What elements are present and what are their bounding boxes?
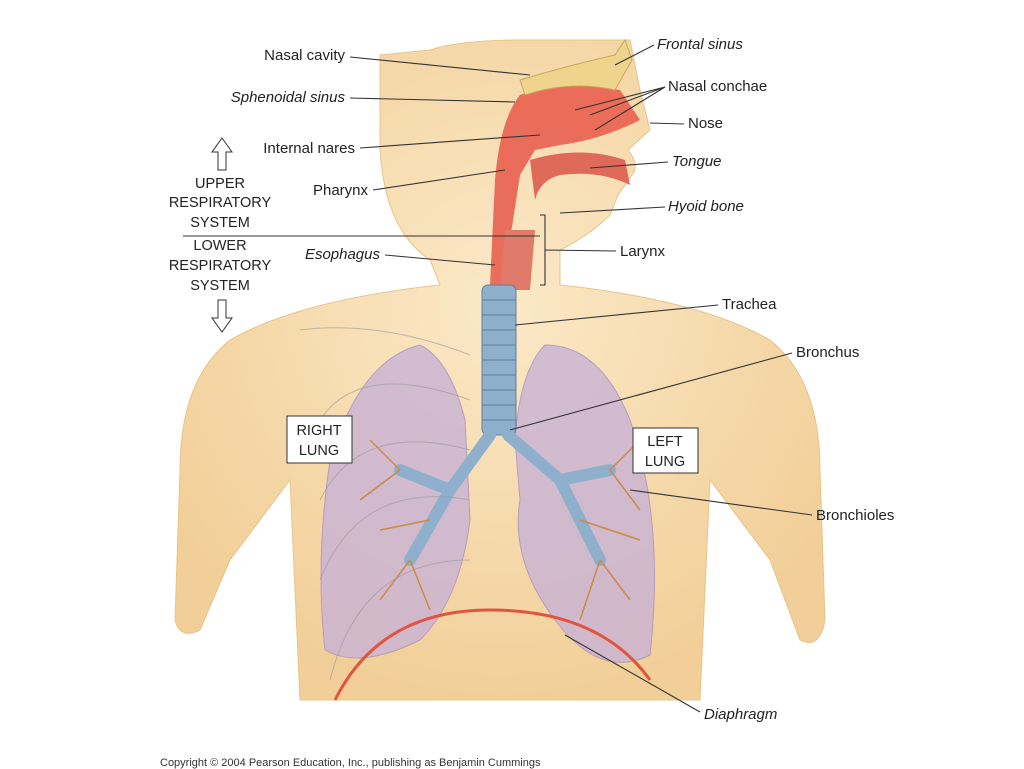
bronchioles-shape <box>359 439 641 621</box>
ribs <box>299 327 471 681</box>
label-nasal-cavity: Nasal cavity <box>264 47 345 64</box>
left-lung-line1: LEFT <box>647 434 683 450</box>
trachea-rings <box>482 299 516 421</box>
label-nasal-conchae: Nasal conchae <box>668 78 767 95</box>
label-larynx: Larynx <box>620 243 666 260</box>
leader-lines <box>183 44 813 713</box>
label-diaphragm: Diaphragm <box>704 706 777 723</box>
nasal-cavity-shape <box>490 86 640 290</box>
upper-system-line1: UPPER <box>195 176 245 192</box>
label-bronchus: Bronchus <box>796 344 859 361</box>
label-trachea: Trachea <box>722 296 777 313</box>
lower-system-line2: RESPIRATORY <box>169 258 272 274</box>
right-lung-line1: RIGHT <box>296 423 341 439</box>
label-internal-nares: Internal nares <box>263 140 355 157</box>
label-pharynx: Pharynx <box>313 182 369 199</box>
lower-system-line3: SYSTEM <box>190 278 250 294</box>
label-esophagus: Esophagus <box>305 246 381 263</box>
label-tongue: Tongue <box>672 153 722 170</box>
diaphragm-shape <box>333 608 652 701</box>
lower-system-line1: LOWER <box>193 238 246 254</box>
arrow-up-icon <box>211 137 233 171</box>
label-sphenoidal-sinus: Sphenoidal sinus <box>231 89 346 106</box>
label-bronchioles: Bronchioles <box>816 507 894 524</box>
label-hyoid-bone: Hyoid bone <box>668 198 744 215</box>
esophagus-shape <box>500 230 535 290</box>
label-frontal-sinus: Frontal sinus <box>657 36 743 53</box>
label-nose: Nose <box>688 115 723 132</box>
left-lung-box <box>632 427 699 474</box>
tongue-shape <box>530 152 630 200</box>
left-lung-line2: LUNG <box>645 454 685 470</box>
right-lung-line2: LUNG <box>299 443 339 459</box>
right-lung-box <box>286 415 353 464</box>
copyright-notice: Copyright © 2004 Pearson Education, Inc.… <box>160 757 541 769</box>
upper-system-line3: SYSTEM <box>190 215 250 231</box>
arrow-down-icon <box>211 299 233 333</box>
upper-system-line2: RESPIRATORY <box>169 195 272 211</box>
frontal-sinus-bone <box>519 38 633 96</box>
bronchi-shape <box>394 429 616 566</box>
